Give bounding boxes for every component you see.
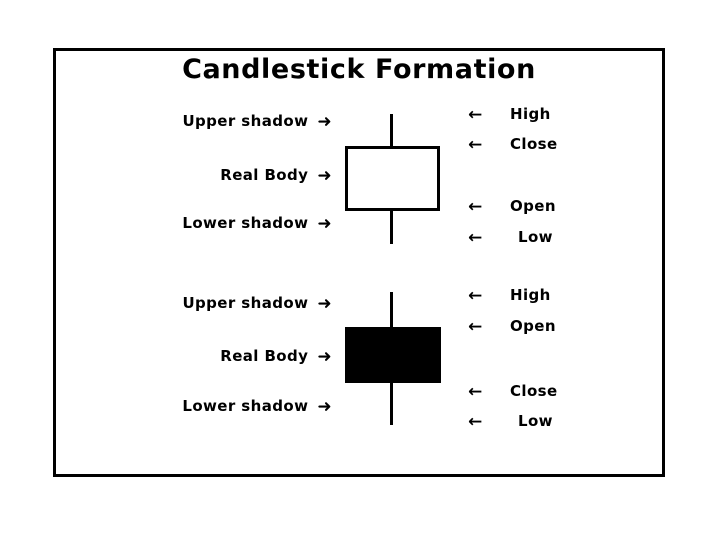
diagram-title: Candlestick Formation — [182, 54, 536, 85]
arrow-right-icon: ➜ — [317, 166, 332, 186]
bearish-low-text: Low — [518, 412, 553, 430]
bearish-real-body-text: Real Body — [220, 347, 309, 365]
bullish-open-label: ← Open — [468, 197, 556, 216]
arrow-left-icon: ← — [468, 317, 483, 337]
bullish-lower-shadow-wick — [390, 208, 393, 244]
arrow-right-icon: ➜ — [317, 294, 332, 314]
bearish-real-body-label: Real Body ➜ — [220, 347, 332, 366]
bearish-lower-shadow-text: Lower shadow — [182, 397, 309, 415]
bearish-real-body — [345, 327, 441, 383]
bearish-lower-shadow-label: Lower shadow ➜ — [182, 397, 332, 416]
bullish-low-label: ← Low — [468, 228, 553, 247]
arrow-right-icon: ➜ — [317, 397, 332, 417]
bearish-lower-shadow-wick — [390, 381, 393, 425]
arrow-right-icon: ➜ — [317, 214, 332, 234]
bearish-close-text: Close — [510, 382, 558, 400]
bullish-close-label: ← Close — [468, 135, 558, 154]
bearish-open-text: Open — [510, 317, 556, 335]
arrow-left-icon: ← — [468, 382, 483, 402]
bullish-lower-shadow-label: Lower shadow ➜ — [182, 214, 332, 233]
diagram-frame — [53, 48, 665, 477]
bullish-high-label: ← High — [468, 105, 551, 124]
bullish-real-body-label: Real Body ➜ — [220, 166, 332, 185]
arrow-left-icon: ← — [468, 412, 483, 432]
bearish-high-text: High — [510, 286, 551, 304]
arrow-left-icon: ← — [468, 228, 483, 248]
bearish-open-label: ← Open — [468, 317, 556, 336]
arrow-left-icon: ← — [468, 197, 483, 217]
bullish-high-text: High — [510, 105, 551, 123]
arrow-right-icon: ➜ — [317, 112, 332, 132]
bullish-close-text: Close — [510, 135, 558, 153]
arrow-left-icon: ← — [468, 135, 483, 155]
bullish-open-text: Open — [510, 197, 556, 215]
bearish-upper-shadow-label: Upper shadow ➜ — [182, 294, 332, 313]
arrow-left-icon: ← — [468, 105, 483, 125]
bullish-upper-shadow-wick — [390, 114, 393, 148]
bearish-upper-shadow-text: Upper shadow — [182, 294, 309, 312]
bullish-lower-shadow-text: Lower shadow — [182, 214, 309, 232]
bearish-low-label: ← Low — [468, 412, 553, 431]
arrow-left-icon: ← — [468, 286, 483, 306]
bullish-low-text: Low — [518, 228, 553, 246]
bullish-upper-shadow-label: Upper shadow ➜ — [182, 112, 332, 131]
arrow-right-icon: ➜ — [317, 347, 332, 367]
bearish-close-label: ← Close — [468, 382, 558, 401]
bullish-real-body-text: Real Body — [220, 166, 309, 184]
bearish-high-label: ← High — [468, 286, 551, 305]
bullish-real-body — [345, 146, 440, 211]
bearish-upper-shadow-wick — [390, 292, 393, 329]
bullish-upper-shadow-text: Upper shadow — [182, 112, 309, 130]
